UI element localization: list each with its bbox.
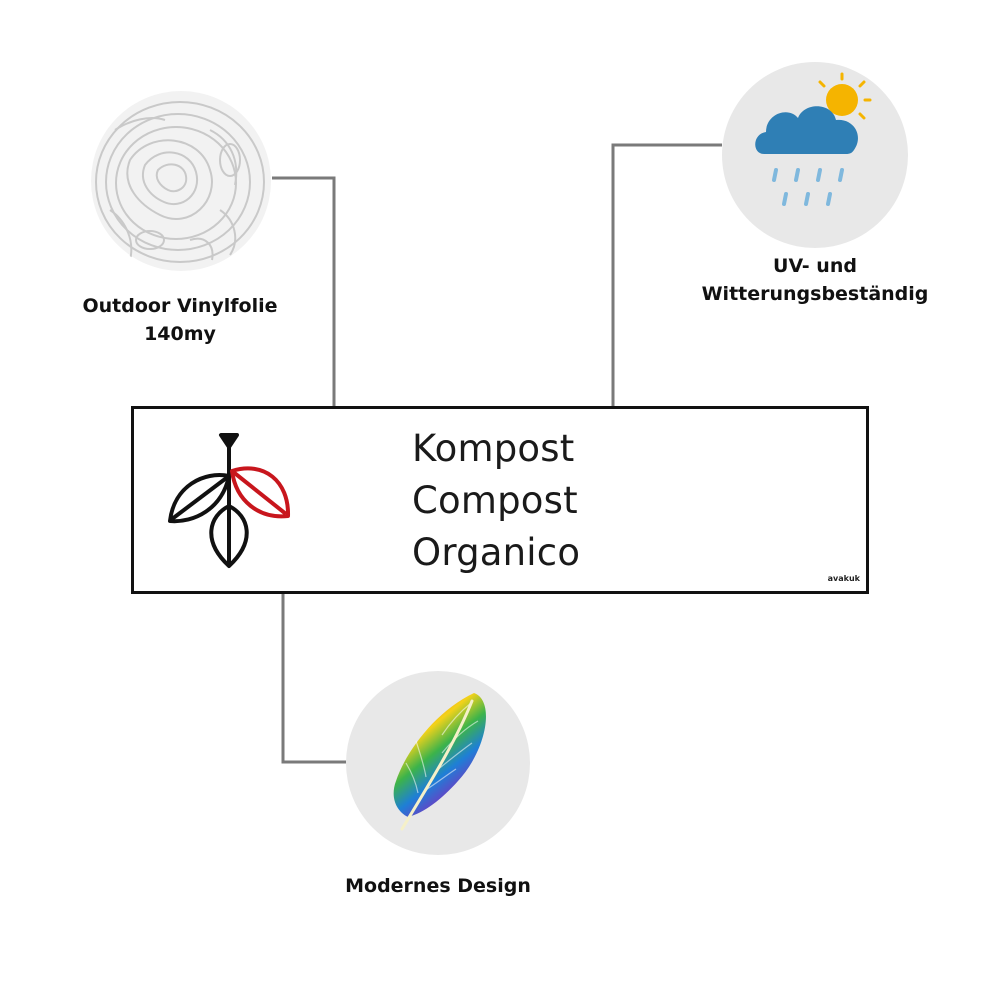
material-label-line1: Outdoor Vinylfolie <box>82 295 278 317</box>
material-feature-label: Outdoor Vinylfolie 140my <box>40 292 320 348</box>
topographic-texture-icon <box>91 91 271 271</box>
leaves-icon <box>168 433 291 568</box>
rain-icon <box>772 168 844 206</box>
sign-line-organico: Organico <box>412 531 581 574</box>
design-label: Modernes Design <box>345 875 531 897</box>
rainbow-feather-icon <box>393 693 486 831</box>
sign-line-kompost: Kompost <box>412 427 575 470</box>
weather-label-line1: UV- und <box>773 255 857 277</box>
sign-line-compost: Compost <box>412 479 578 522</box>
cloud-icon <box>755 106 858 154</box>
weather-feature-label: UV- und Witterungsbeständig <box>660 252 970 308</box>
design-feature-label: Modernes Design <box>288 872 588 900</box>
cloud-sun-rain-icon <box>755 72 872 206</box>
feather-quill <box>400 699 474 831</box>
connector-weather <box>611 143 722 422</box>
design-feature-circle <box>346 671 530 855</box>
connector-material <box>272 176 336 428</box>
material-feature-circle <box>90 90 272 272</box>
connector-design <box>281 565 346 764</box>
compost-sign: Kompost Compost Organico avakuk <box>131 406 869 594</box>
brand-logo: avakuk <box>827 574 860 583</box>
sun-icon <box>818 72 872 120</box>
material-label-line2: 140my <box>144 323 216 345</box>
weather-feature-circle <box>722 62 908 248</box>
sign-text-block: Kompost Compost Organico <box>412 423 580 579</box>
weather-label-line2: Witterungsbeständig <box>701 283 929 305</box>
